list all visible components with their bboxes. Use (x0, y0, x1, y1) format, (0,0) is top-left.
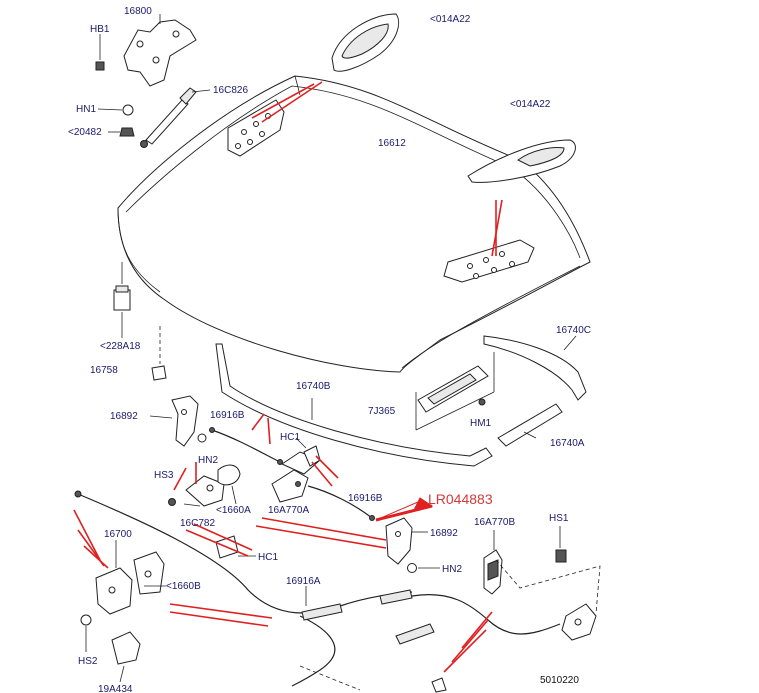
label-16892-right: 16892 (430, 528, 458, 539)
label-16a770a: 16A770A (268, 505, 309, 516)
primary-latch-16700 (95, 540, 165, 615)
label-014a22-right: <014A22 (510, 99, 551, 110)
gas-strut (140, 87, 211, 148)
bumper-stop (113, 262, 131, 338)
latch-bracket-right (385, 517, 428, 565)
grille-insert-top (331, 13, 400, 72)
label-hn1: HN1 (76, 104, 96, 115)
label-16740b: 16740B (296, 381, 331, 392)
cable-16916a (74, 490, 561, 687)
seal-16740a (497, 403, 563, 447)
hood-vent-left (227, 99, 285, 157)
label-hc1-top: HC1 (280, 432, 300, 443)
label-hm1: HM1 (470, 418, 492, 429)
label-16892-left: 16892 (110, 411, 138, 422)
bumper-stop-base (151, 326, 167, 381)
label-19a434: 19A434 (98, 684, 133, 693)
seal-16740c (483, 335, 587, 401)
label-16700: 16700 (104, 529, 132, 540)
cable-16916b-left (209, 427, 283, 465)
label-16a770b: 16A770B (474, 517, 515, 528)
label-20482: <20482 (68, 127, 102, 138)
striker-19a434 (111, 631, 141, 683)
label-1660b: <1660B (166, 581, 201, 592)
label-16916b-left: 16916B (210, 410, 245, 421)
strut-ball-stud (108, 127, 135, 137)
label-16612: 16612 (378, 138, 406, 149)
label-hs1: HS1 (549, 513, 569, 524)
label-16c826: 16C826 (213, 85, 248, 96)
main-latch-assembly (561, 603, 597, 641)
label-hc1-bottom: HC1 (258, 552, 278, 563)
bolt-hs2 (80, 614, 92, 652)
hn2-nut-right (407, 563, 440, 573)
label-16916a: 16916A (286, 576, 321, 587)
bolt-hs1 (555, 526, 567, 563)
label-hs3: HS3 (154, 470, 174, 481)
label-16740c: 16740C (556, 325, 591, 336)
label-figure-code: 5010220 (540, 675, 579, 686)
label-16740a: 16740A (550, 438, 585, 449)
label-228a18: <228A18 (100, 341, 141, 352)
label-014a22-top: <014A22 (430, 14, 471, 25)
seal-16740b (215, 343, 493, 467)
hinge-bolt (95, 34, 105, 71)
callout-arrow (375, 497, 434, 522)
label-16916b-right: 16916B (348, 493, 383, 504)
label-7j365: 7J365 (368, 406, 396, 417)
strut-clip (97, 104, 134, 116)
hood-hinge (123, 14, 197, 87)
hood-vent-right (443, 239, 535, 283)
pad-1660a (217, 464, 241, 505)
latch-16a770b (483, 530, 503, 595)
label-hs2: HS2 (78, 656, 98, 667)
label-16758: 16758 (90, 365, 118, 376)
label-callout-lr044883: LR044883 (428, 491, 493, 507)
label-hn2-right: HN2 (442, 564, 462, 575)
clip-hc1-bottom (215, 535, 256, 559)
hood-panel (117, 75, 591, 373)
cable-16916b-right (307, 485, 375, 521)
label-hb1: HB1 (90, 24, 110, 35)
hn2-nut-left (197, 433, 207, 443)
latch-bracket-left (149, 395, 199, 447)
label-1660a: <1660A (216, 505, 251, 516)
label-16800: 16800 (124, 6, 152, 17)
label-hn2-left: HN2 (198, 455, 218, 466)
grille-insert-right (467, 139, 576, 183)
clip-hc1-top (295, 437, 321, 467)
release-handle-7j365 (415, 352, 495, 431)
label-16c782: 16C782 (180, 518, 215, 529)
